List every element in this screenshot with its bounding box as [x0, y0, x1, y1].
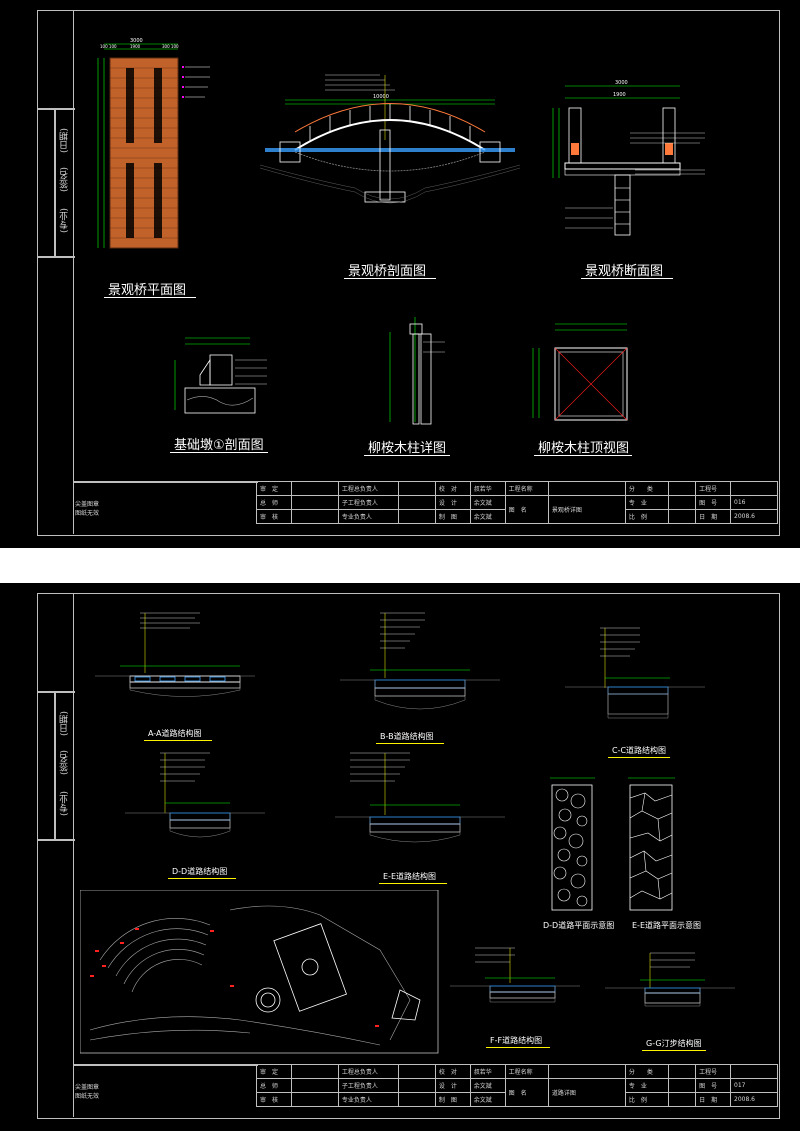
svg-text:1900: 1900	[613, 92, 626, 98]
side-label-sign: (签名)	[60, 750, 70, 776]
title-underline	[170, 452, 268, 453]
title-road-aa: A-A道路结构图	[148, 729, 202, 738]
svg-text:300 100: 300 100	[162, 44, 179, 49]
title-underline	[344, 278, 436, 279]
road-section-ff-drawing	[450, 947, 580, 1003]
title-road-cc: C-C道路结构图	[612, 746, 667, 755]
side-strip-inner	[54, 691, 56, 841]
post-detail-drawing	[389, 317, 445, 425]
stamp-note: 尖盖图章 图纸无效	[75, 1084, 100, 1100]
title-underline	[379, 883, 447, 884]
drawing-sheet-bridge: (日期) (签名) (专业) 3000 100 100 1900 300 100…	[0, 0, 800, 548]
title-block: 审 定 工程总负责人 校 对叔若华 工程名称 分 类 工程号 总 师 子工程负责…	[256, 481, 778, 524]
title-underline	[581, 278, 673, 279]
road-plan-dd-drawing	[550, 777, 595, 911]
pier-section-drawing	[174, 337, 267, 414]
road-section-aa-drawing	[95, 612, 255, 697]
stepping-stone-section-gg-drawing	[605, 952, 735, 1007]
side-strip-inner	[54, 108, 56, 258]
side-strip	[37, 593, 74, 1117]
title-underline	[364, 455, 450, 456]
post-top-view-drawing	[532, 323, 628, 421]
svg-text:1900: 1900	[130, 44, 141, 49]
title-bridge-section: 景观桥剖面图	[348, 264, 427, 279]
title-road-ee: E-E道路结构图	[383, 872, 436, 881]
side-label-discipline: (专业)	[60, 208, 70, 234]
bridge-cross-section-drawing: 3000 1900	[552, 80, 705, 236]
road-section-cc-drawing	[565, 627, 705, 719]
title-underline	[144, 740, 212, 741]
stamp-divider	[73, 1064, 258, 1066]
side-label-sign: (签名)	[60, 167, 70, 193]
bridge-section-drawing: 10000	[259, 74, 521, 204]
svg-text:10000: 10000	[373, 94, 389, 100]
title-block-row: 审 定 工程总负责人 校 对叔若华 工程名称 分 类 工程号	[256, 1064, 778, 1079]
side-strip-line	[37, 256, 75, 258]
road-section-dd-drawing	[125, 752, 265, 838]
side-strip-line	[37, 108, 75, 110]
road-section-bb-drawing	[340, 612, 500, 710]
stamp-divider	[73, 481, 258, 483]
stamp-note: 尖盖图章 图纸无效	[75, 501, 100, 517]
bridge-plan-drawing: 3000 100 100 1900 300 100	[97, 38, 210, 249]
title-road-dd-plan: D-D道路平面示意图	[543, 921, 615, 930]
svg-text:100 100: 100 100	[100, 44, 117, 49]
side-label-date: (日期)	[60, 711, 70, 737]
side-strip-line	[37, 839, 75, 841]
sheet-frame	[37, 593, 780, 1119]
title-block: 审 定 工程总负责人 校 对叔若华 工程名称 分 类 工程号 总 师 子工程负责…	[256, 1064, 778, 1107]
side-label-discipline: (专业)	[60, 791, 70, 817]
site-plan-drawing	[80, 890, 439, 1054]
sheet-frame	[37, 10, 780, 536]
title-post-detail: 柳桉木柱详图	[368, 441, 447, 456]
side-label-date: (日期)	[60, 128, 70, 154]
svg-text:3000: 3000	[615, 80, 628, 86]
side-strip	[37, 10, 74, 534]
road-plan-ee-drawing	[628, 777, 675, 911]
title-underline	[534, 455, 632, 456]
title-road-dd: D-D道路结构图	[172, 867, 228, 876]
title-underline	[642, 1050, 706, 1051]
page-gap	[0, 548, 800, 583]
title-road-bb: B-B道路结构图	[380, 732, 434, 741]
title-stepping-gg: G-G汀步结构图	[646, 1039, 702, 1048]
title-post-top-view: 柳桉木柱顶视图	[538, 441, 630, 456]
side-strip-line	[37, 691, 75, 693]
title-road-ee-plan: E-E道路平面示意图	[632, 921, 701, 930]
title-underline	[168, 878, 236, 879]
title-underline	[608, 757, 670, 758]
title-underline	[486, 1047, 550, 1048]
title-block-row: 审 定 工程总负责人 校 对叔若华 工程名称 分 类 工程号	[256, 481, 778, 496]
title-underline	[376, 743, 444, 744]
title-pier-section: 基础墩①剖面图	[174, 438, 264, 453]
svg-text:3000: 3000	[130, 38, 143, 44]
road-section-ee-drawing	[335, 752, 505, 843]
title-bridge-plan: 景观桥平面图	[108, 283, 187, 298]
title-underline	[104, 297, 196, 298]
drawing-sheet-road: (日期) (签名) (专业) A-A道路结构图 B-B道路结构图 C-C道路结构…	[0, 583, 800, 1131]
title-bridge-cross-section: 景观桥断面图	[585, 264, 664, 279]
title-road-ff: F-F道路结构图	[490, 1036, 543, 1045]
